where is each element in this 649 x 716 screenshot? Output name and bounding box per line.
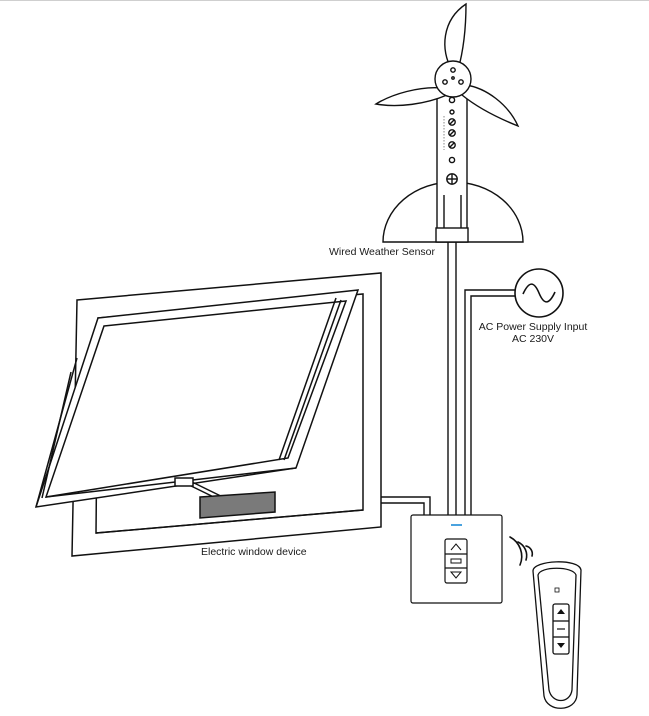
sensor-adjust-2-mark [449,130,455,136]
signal-waves-icon [509,536,534,566]
sensor-hub-center [451,76,455,80]
sensor-hub-dot-2 [442,79,448,85]
window-sash-edge-1 [278,297,337,461]
sensor-port-2 [449,109,455,115]
power-voltage-label: AC 230V [511,333,555,345]
remote-arrow-down-icon[interactable] [557,643,565,648]
sensor-hub-dot-3 [458,79,464,85]
ac-sine-icon [514,268,564,318]
ac-cable-a [464,289,522,515]
sensor-led [448,156,456,164]
stop-icon[interactable] [450,558,462,564]
sensor-hub-dot-1 [450,67,456,73]
window-sash-edge-2 [283,299,342,461]
sensor-collar [435,227,469,243]
remote-control [532,561,582,709]
ac-cable-b [470,295,522,515]
switch-button-group [444,538,468,584]
weather-sensor [374,2,524,243]
weather-sensor-label: Wired Weather Sensor [329,246,436,258]
top-divider [0,0,649,1]
remote-led [554,587,560,593]
window-motor [199,491,276,519]
sensor-port-1 [448,96,456,104]
sensor-adjust-3-mark [449,142,455,148]
sensor-adjust-1-mark [449,119,455,125]
window-sash-inner [44,300,348,498]
window-sash-bottom [45,467,297,498]
window-frame-side-2 [41,371,72,499]
sensor-blade-top [444,2,467,71]
window-device-label: Electric window device [201,546,307,558]
sensor-blade-right [461,84,520,128]
remote-arrow-up-icon[interactable] [557,609,565,614]
arrow-up-icon[interactable] [450,543,462,551]
arrow-down-icon[interactable] [449,571,463,579]
sensor-pole [436,84,468,243]
sensor-blade-left [374,86,449,107]
electric-window [34,272,382,557]
power-input-label: AC Power Supply Input [478,321,588,333]
actuator-bracket [174,477,194,487]
window-sill-line [95,509,364,534]
